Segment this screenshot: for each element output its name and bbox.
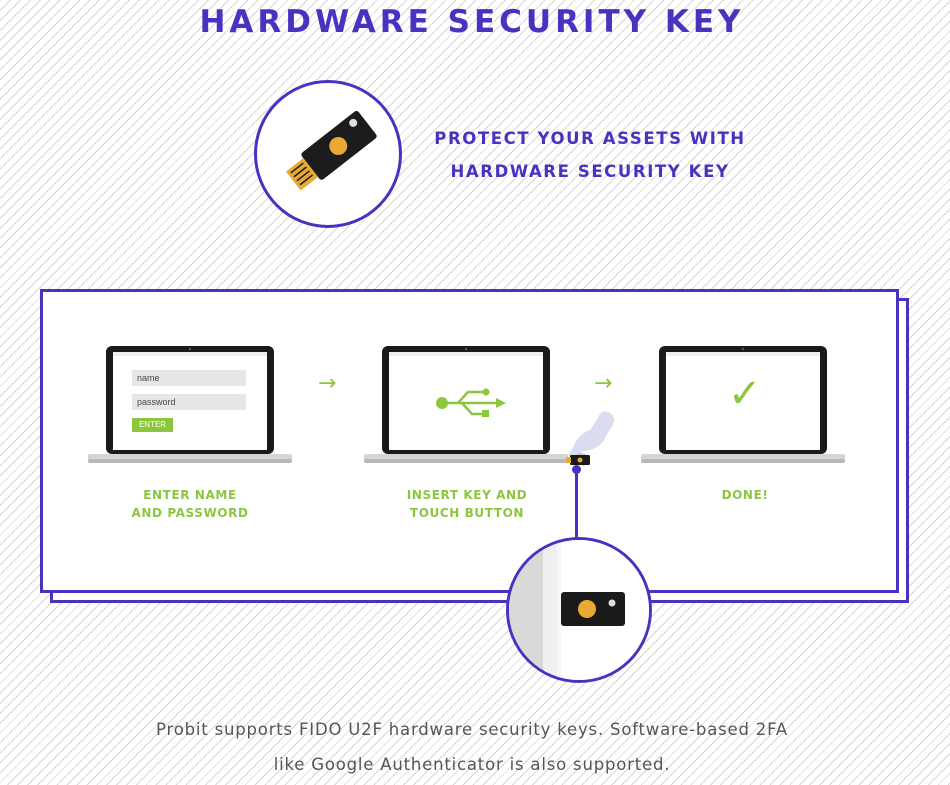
security-key-icon — [285, 111, 377, 191]
inserted-key-icon — [566, 455, 590, 465]
step-label-done: DONE! — [721, 488, 769, 502]
name-input[interactable]: name — [132, 370, 246, 386]
password-input[interactable]: password — [132, 394, 246, 410]
usb-icon — [436, 388, 506, 417]
footer-note: Probit supports FIDO U2F hardware securi… — [0, 712, 944, 782]
tagline: PROTECT YOUR ASSETS WITH HARDWARE SECURI… — [420, 122, 760, 188]
hero-key-badge — [254, 80, 402, 228]
arrow-right-icon: → — [318, 371, 337, 396]
connector-line — [575, 471, 578, 539]
laptop-done — [641, 346, 845, 464]
tagline-line-1: PROTECT YOUR ASSETS WITH — [434, 129, 746, 148]
inserted-key-closeup-icon — [509, 540, 649, 680]
footer-line-2: like Google Authenticator is also suppor… — [273, 755, 671, 774]
key-zoom-badge — [506, 537, 652, 683]
laptop-usb — [364, 346, 568, 464]
page-title: HARDWARE SECURITY KEY — [199, 4, 745, 40]
step-label-enter-credentials: ENTER NAME AND PASSWORD — [131, 488, 249, 520]
step-label-insert-key: INSERT KEY AND TOUCH BUTTON — [406, 488, 528, 520]
enter-button[interactable]: ENTER — [132, 418, 173, 432]
tagline-line-2: HARDWARE SECURITY KEY — [450, 162, 730, 181]
connector-dot — [572, 465, 581, 474]
checkmark-icon: ✓ — [728, 371, 762, 417]
footer-line-1: Probit supports FIDO U2F hardware securi… — [156, 720, 788, 739]
arrow-right-icon: → — [594, 371, 613, 396]
